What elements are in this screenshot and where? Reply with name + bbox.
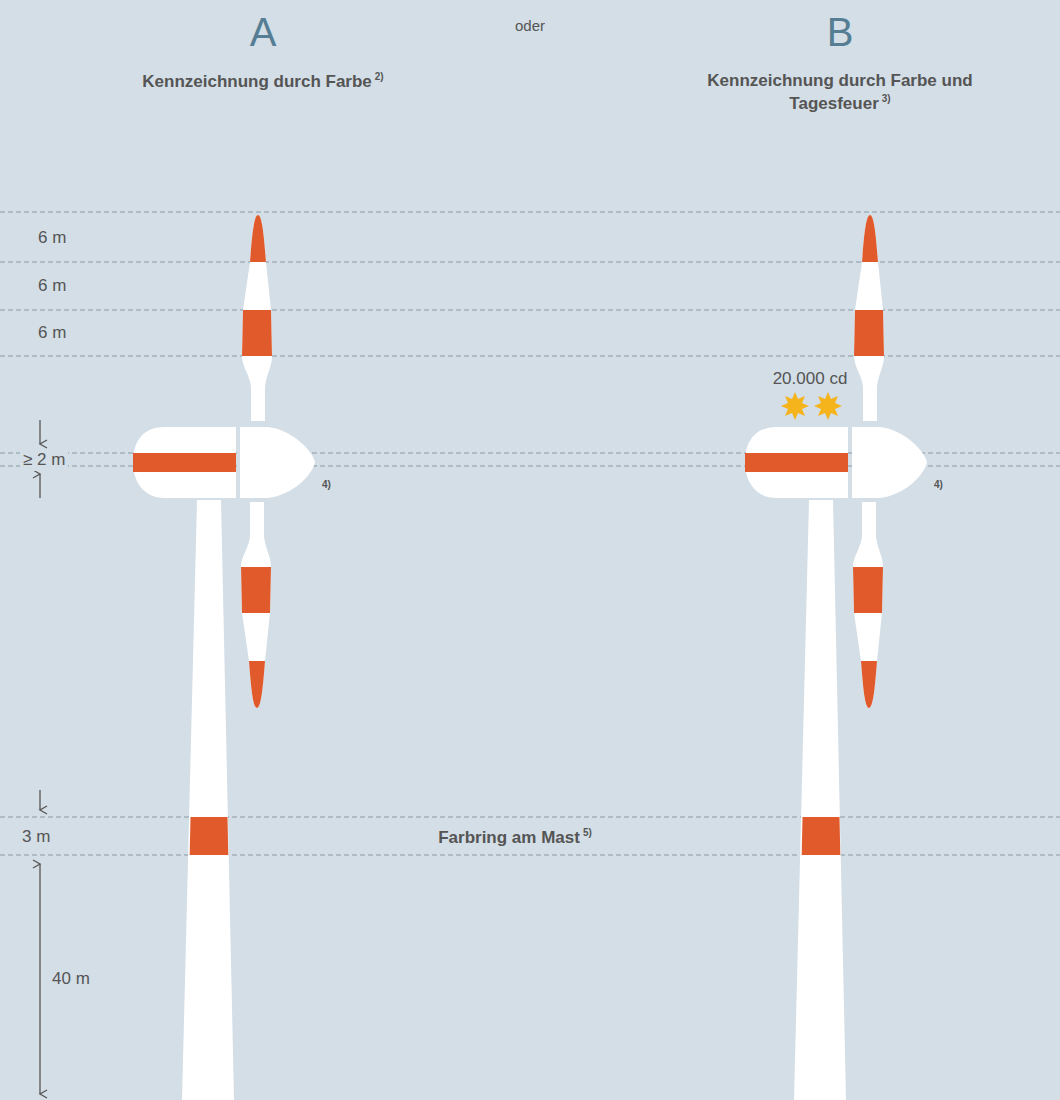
day-light-symbols	[781, 392, 842, 420]
footnote-marker: 3)	[882, 93, 891, 104]
dimension-label-group: ≥ 2 m	[20, 449, 68, 471]
dimension-label-group: 6 m	[38, 322, 66, 344]
footnote-marker: 4)	[322, 479, 331, 490]
variant-heading: Kennzeichnung durch Farbe	[142, 72, 372, 91]
footnote-marker-group: 4)	[934, 478, 943, 491]
turbine-a	[133, 215, 315, 1100]
variant-letter: A	[250, 10, 277, 54]
conjunction-group: oder	[515, 16, 545, 36]
dimension-label: ≥ 2 m	[23, 450, 65, 469]
dimension-label: 3 m	[22, 827, 50, 846]
footnote-marker: 2)	[375, 71, 384, 82]
dimension-arrows	[39, 420, 40, 1094]
dimension-label: 6 m	[38, 276, 66, 295]
turbine-b	[745, 215, 927, 1100]
variant-letter: B	[827, 10, 854, 54]
dimension-label-group: 40 m	[52, 968, 90, 990]
dimension-label: 6 m	[38, 228, 66, 247]
dimension-label-group: 6 m	[38, 275, 66, 297]
dimension-label: 6 m	[38, 323, 66, 342]
footnote-marker: 4)	[934, 479, 943, 490]
variant-heading-group: Kennzeichnung durch Farbe und Tagesfeuer…	[690, 70, 990, 115]
variant-letter-group: B	[827, 6, 854, 58]
variant-heading: Kennzeichnung durch Farbe und Tagesfeuer	[707, 71, 972, 113]
guide-lines	[0, 212, 1060, 855]
variant-letter-group: A	[250, 6, 277, 58]
variant-heading-group: Kennzeichnung durch Farbe2)	[142, 70, 383, 93]
luminous-intensity-label: 20.000 cd	[773, 369, 848, 388]
footnote-marker: 5)	[583, 827, 592, 838]
dimension-label-group: 6 m	[38, 227, 66, 249]
dimension-label: 40 m	[52, 969, 90, 988]
dimension-label-group: 3 m	[22, 826, 50, 848]
mast-ring-label: Farbring am Mast	[438, 828, 580, 847]
footnote-marker-group: 4)	[322, 478, 331, 491]
mast-ring-label-group: Farbring am Mast5)	[438, 826, 592, 849]
conjunction: oder	[515, 17, 545, 34]
luminous-intensity-label-group: 20.000 cd	[773, 368, 848, 390]
